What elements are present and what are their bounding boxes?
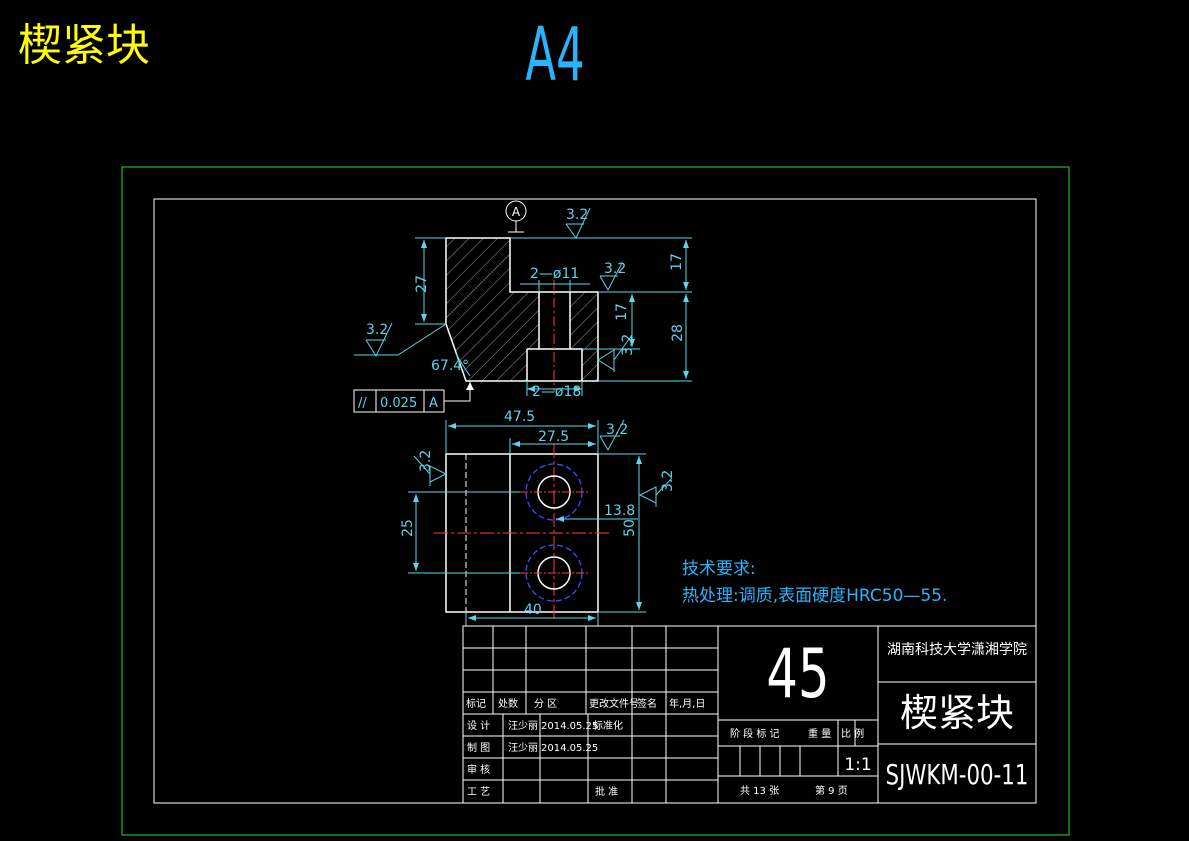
plan-roughness-left-value: 3.2 [418, 450, 434, 472]
dim-13-8: 13.8 [604, 503, 635, 519]
tb-left-hlines [463, 647, 718, 781]
dim-25-ext [408, 491, 520, 574]
plan-roughness-left [413, 455, 448, 486]
tb-right-lines [878, 681, 1036, 745]
tb-rev-vlines [492, 626, 667, 714]
dim-holes-large: 2—ø18 [532, 384, 581, 400]
title-block: 标记 处数 分 区 更改文件号 签名 年,月,日 设 计 汪少丽 2014.05… [462, 625, 1037, 804]
tech-title: 技术要求: [682, 559, 756, 579]
dim-47-5: 47.5 [504, 409, 535, 425]
tb-check-0: 审 核 [467, 763, 490, 776]
section-outline [445, 237, 599, 382]
tb-rev-h5: 年,月,日 [669, 697, 705, 710]
tb-drawing-number: SJWKM-00-11 [886, 758, 1029, 790]
dim-27-5: 27.5 [538, 429, 569, 445]
tb-mid-lines [718, 719, 878, 777]
tb-part-name: 楔紧块 [900, 691, 1014, 735]
plan-roughness-right [638, 477, 673, 507]
roughness-top-value: 3.2 [566, 207, 588, 223]
header-title: 楔紧块 [18, 20, 150, 71]
tb-sheet-info: 共 13 张 [740, 785, 779, 797]
plan-view: 47.5 27.5 3.2 3.2 3.2 13.8 25 50 40 [400, 409, 676, 626]
dim-17-mid: 17 [614, 303, 630, 321]
tb-design-1: 汪少丽 [508, 720, 538, 732]
dim-25: 25 [400, 519, 416, 537]
tb-design-0: 设 计 [467, 719, 490, 732]
tb-rev-h0: 标记 [466, 698, 486, 710]
dim-holes-small: 2—ø11 [530, 266, 579, 282]
tb-page-info: 第 9 页 [815, 784, 848, 797]
plan-roughness-top [599, 419, 625, 452]
tb-stage-h2: 比 例 [841, 727, 864, 740]
plan-roughness-right-value: 3.2 [660, 470, 676, 492]
tb-material: 45 [766, 635, 829, 714]
dim-right-ext [510, 237, 692, 382]
roughness-step-value: 3.2 [604, 261, 626, 277]
tb-rev-h3: 更改文件号 [589, 697, 639, 710]
datum-leader [508, 221, 524, 233]
tb-rev-h4: 签名 [637, 697, 657, 710]
tolerance-datum: A [429, 396, 438, 411]
tb-rev-h1: 处数 [498, 697, 518, 710]
tb-process-1: 批 准 [595, 785, 618, 798]
tolerance-symbol: // [358, 396, 367, 411]
roughness-symbol-step [599, 262, 623, 292]
roughness-side-value: 3.2 [620, 334, 636, 356]
dim-40: 40 [524, 602, 542, 618]
dim-angle: 67.4° [431, 358, 469, 374]
dim-27-lines [415, 237, 446, 325]
tb-low-vlines [502, 714, 667, 803]
section-view: A 3.2 3.2 3.2 3.2 27 17 28 17 2—ø11 [353, 200, 692, 413]
tb-stage-h1: 重 量 [808, 727, 831, 740]
tb-draw-0: 制 图 [467, 741, 490, 754]
roughness-symbol-left [365, 322, 393, 358]
dim-holes-small-ticks [538, 280, 571, 292]
hole-small [538, 292, 571, 349]
tb-design-2: 2014.05.25 [541, 721, 598, 732]
dim-50-ext [598, 453, 646, 613]
angle-arc [454, 351, 471, 377]
paper-size-label: A4 [525, 12, 584, 98]
datum-label: A [512, 205, 521, 219]
tb-process-0: 工 艺 [467, 786, 490, 798]
plan-roughness-top-value: 3.2 [606, 422, 628, 438]
dim-28: 28 [670, 324, 686, 342]
roughness-left-value: 3.2 [366, 322, 388, 338]
tolerance-leader-arrow [466, 382, 474, 390]
tb-draw-1: 汪少丽 [508, 742, 538, 754]
dim-50: 50 [622, 519, 638, 537]
tolerance-leader [444, 382, 471, 402]
section-hatch [446, 238, 598, 381]
tolerance-value: 0.025 [380, 396, 417, 411]
tb-rev-h2: 分 区 [534, 698, 557, 710]
dim-47-5-ext [445, 420, 599, 454]
dim-holes-large-ext [526, 381, 583, 396]
tb-draw-2: 2014.05.25 [541, 743, 598, 754]
dim-40-ext [465, 612, 599, 626]
outer-frame [121, 166, 1070, 836]
dim-17-top: 17 [669, 253, 685, 271]
tb-design-3: 标准化 [593, 719, 623, 732]
dim-27: 27 [414, 275, 430, 293]
left-leader [354, 323, 447, 356]
tb-scale: 1:1 [844, 755, 871, 775]
tech-line1: 热处理:调质,表面硬度HRC50—55. [682, 586, 947, 606]
tb-stage-h0: 阶 段 标 记 [730, 727, 780, 740]
tb-school: 湖南科技大学潇湘学院 [887, 642, 1027, 658]
